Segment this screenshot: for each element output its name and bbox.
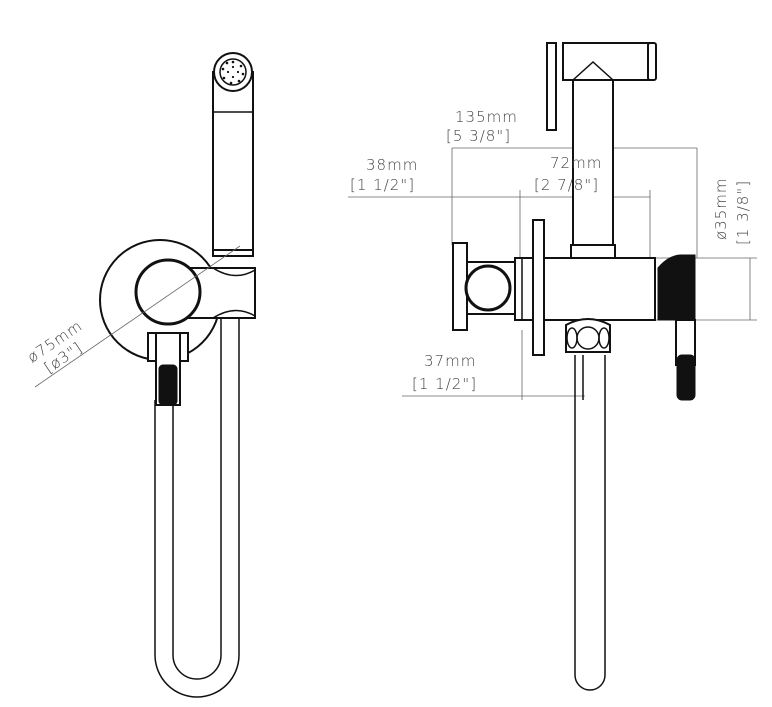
dim-body-diameter-mm: ø35mm [712,178,730,241]
valve-handle-grip [158,364,178,406]
dim-bracket-inch: [1 1/2"] [350,176,415,194]
trigger-lever [546,42,557,131]
spray-handle-side [572,79,614,246]
hose-loop [154,318,240,698]
spray-nozzles-icon [221,60,245,85]
dim-body-inch: [2 7/8"] [534,176,599,194]
dim-bracket-mm: 38mm [366,156,418,174]
hose [574,355,606,691]
side-view: 135mm [5 3/8"] 38mm [1 1/2"] 72mm [2 7/8… [348,42,757,691]
dim-body-diameter-inch: [1 3/8"] [734,180,752,245]
holder-ring [134,258,202,326]
wall-flange [532,219,545,356]
dim-body-mm: 72mm [550,154,602,172]
dim-flange-inch: [1 1/2"] [412,375,477,393]
dim-total-mm: 135mm [455,108,518,126]
hose-nut [565,318,611,353]
spray-handle [212,71,254,251]
front-view: ø75mm [ø3"] [24,52,256,698]
dim-flange-mm: 37mm [424,352,476,370]
valve-lever-grip [676,354,696,401]
valve-cap [657,254,696,321]
dim-total-inch: [5 3/8"] [446,127,511,145]
